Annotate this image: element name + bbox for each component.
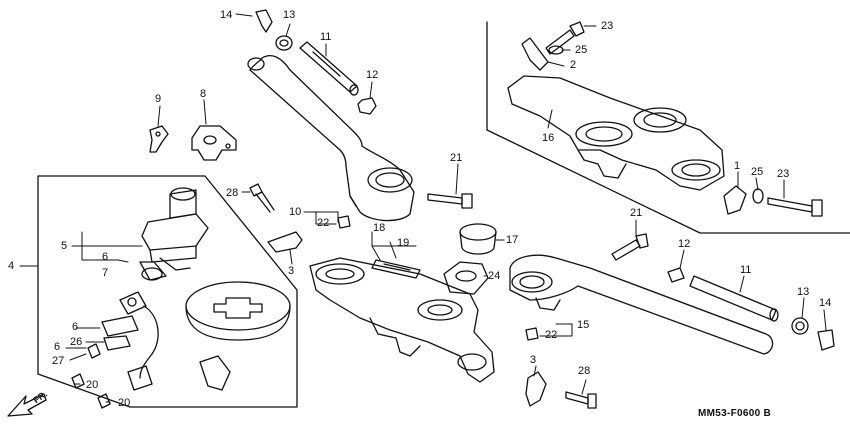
callout-4: 4 xyxy=(8,260,15,272)
steering-stem-cap xyxy=(185,281,291,341)
right-handlebar xyxy=(509,254,774,355)
clip-1 xyxy=(723,185,747,215)
ignition-switch xyxy=(139,187,209,281)
clip-2 xyxy=(521,37,549,71)
key-9 xyxy=(149,125,169,153)
clip-3-right xyxy=(525,371,547,407)
callout-18: 18 xyxy=(373,222,386,234)
washer-13-top xyxy=(275,35,293,51)
nut-12-right xyxy=(667,267,685,283)
bar-end-rod-right xyxy=(689,275,779,322)
clip-14-top xyxy=(255,9,273,33)
callout-28-left: 28 xyxy=(226,187,239,199)
callout-7: 7 xyxy=(102,267,109,279)
callout-14-top: 14 xyxy=(220,9,233,21)
callout-25-right: 25 xyxy=(751,166,764,178)
callout-22-right: 22 xyxy=(545,329,558,341)
callout-3-right: 3 xyxy=(530,354,537,366)
callout-21-left: 21 xyxy=(450,152,463,164)
callout-26: 26 xyxy=(70,336,83,348)
callout-11-right: 11 xyxy=(740,264,752,276)
callout-15: 15 xyxy=(577,319,590,331)
stem-nut-24 xyxy=(443,261,489,295)
drawing-code: MM53-F0600 B xyxy=(698,408,772,419)
label-plate xyxy=(371,259,421,279)
callout-21-right: 21 xyxy=(630,207,643,219)
callout-23-right: 23 xyxy=(777,168,790,180)
bolt-22-right xyxy=(525,327,539,341)
left-handlebar xyxy=(247,55,415,222)
callout-10: 10 xyxy=(289,206,302,218)
callout-28-right: 28 xyxy=(578,365,591,377)
callout-2: 2 xyxy=(570,59,577,71)
clip-3-left xyxy=(267,231,303,253)
bolt-23-top xyxy=(545,21,585,55)
bolt-21-left xyxy=(427,193,473,209)
callout-5: 5 xyxy=(61,240,68,252)
callout-11-top: 11 xyxy=(320,31,332,43)
bolt-21-right xyxy=(611,233,649,261)
callout-12-top: 12 xyxy=(366,69,379,81)
nut-12-top xyxy=(357,97,377,115)
callout-20-b: 20 xyxy=(118,397,131,409)
callout-16: 16 xyxy=(542,132,555,144)
callout-20-a: 20 xyxy=(86,379,99,391)
callout-8: 8 xyxy=(200,88,207,100)
callout-22-left: 22 xyxy=(317,217,330,229)
callout-17: 17 xyxy=(506,234,519,246)
callout-24: 24 xyxy=(488,270,501,282)
callout-1: 1 xyxy=(734,160,741,172)
bolt-23-right xyxy=(767,197,823,217)
callout-6-lower: 6 xyxy=(54,341,61,353)
bolt-28-right xyxy=(565,391,597,409)
bolt-22-left xyxy=(337,215,351,229)
bolt-20-b xyxy=(97,393,111,409)
leader-lines xyxy=(19,13,827,403)
rubber-cap-17 xyxy=(459,223,497,255)
bolt-27 xyxy=(87,343,101,359)
callout-14-right: 14 xyxy=(819,297,832,309)
bracket-8 xyxy=(191,125,237,161)
bar-end-weight-rod xyxy=(299,41,359,96)
callout-19: 19 xyxy=(397,237,410,249)
ignition-group-box xyxy=(37,175,298,408)
upper-triple-clamp xyxy=(507,75,725,191)
callout-13-right: 13 xyxy=(797,286,810,298)
callout-12-right: 12 xyxy=(678,238,691,250)
callout-23-top: 23 xyxy=(601,20,614,32)
bolt-28-left xyxy=(249,183,275,213)
callout-27: 27 xyxy=(52,355,65,367)
callout-6-upper: 6 xyxy=(102,251,109,263)
callout-25-top: 25 xyxy=(575,44,588,56)
lower-triple-clamp xyxy=(309,257,495,383)
callout-3-left: 3 xyxy=(288,265,295,277)
upper-clamp-group-box xyxy=(486,21,850,234)
washer-13-right xyxy=(791,317,809,335)
clip-14-right xyxy=(817,329,835,351)
switch-harness xyxy=(101,291,159,391)
front-direction-arrow xyxy=(7,393,47,417)
bolt-20-a xyxy=(71,373,85,389)
mount-bracket xyxy=(199,355,231,391)
callout-6-middle: 6 xyxy=(72,321,79,333)
washer-25-right xyxy=(752,188,764,204)
callout-9: 9 xyxy=(155,93,162,105)
callout-13-top: 13 xyxy=(283,9,296,21)
